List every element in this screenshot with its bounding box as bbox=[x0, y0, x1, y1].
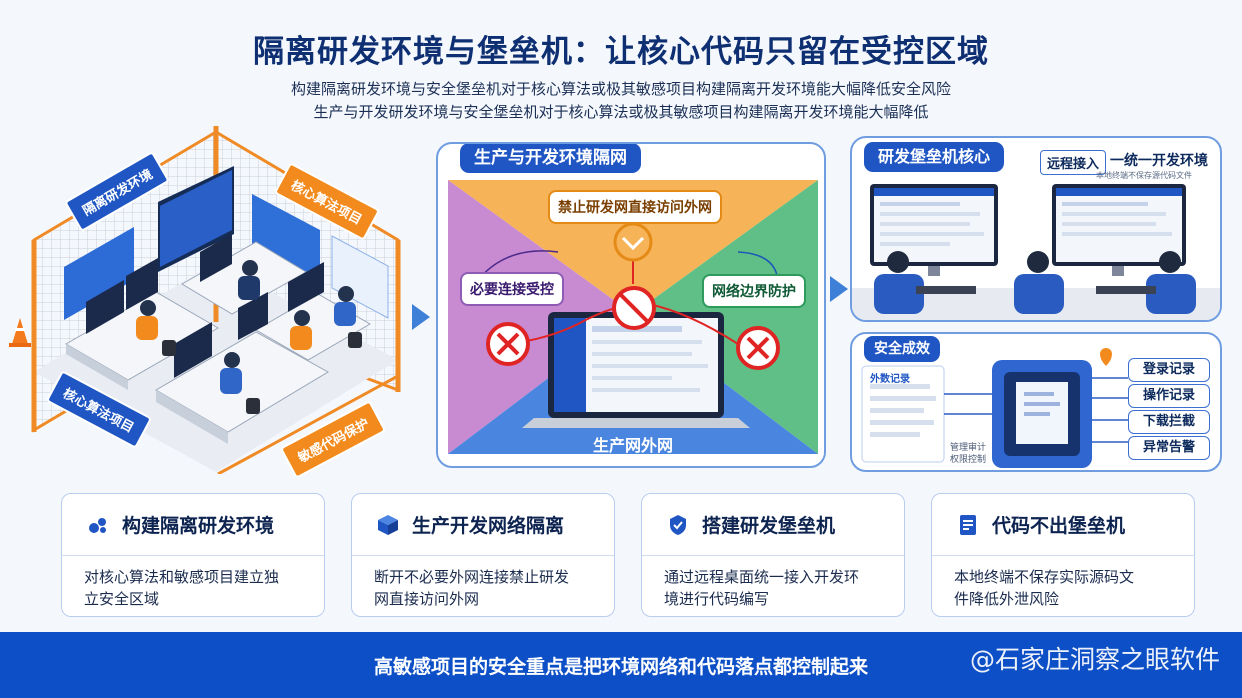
feature-desc-line: 境进行代码编写 bbox=[664, 590, 770, 608]
feature-desc-line: 件降低外泄风险 bbox=[954, 590, 1060, 608]
cluster-icon bbox=[89, 517, 106, 533]
feature-desc-line: 本地终端不保存实际源码文 bbox=[954, 568, 1135, 586]
security-results-title: 安全成效 bbox=[864, 336, 940, 362]
feature-title: 生产开发网络隔离 bbox=[412, 515, 565, 537]
feature-card-network-isolation: 生产开发网络隔离 断开不必要外网连接禁止研发 网直接访问外网 bbox=[351, 493, 615, 617]
flow-arrow-right bbox=[830, 276, 848, 302]
watermark: @石家庄洞察之眼软件 bbox=[969, 645, 1220, 674]
label-no-external-access: 禁止研发网直接访问外网 bbox=[548, 190, 722, 224]
label-production-external: 生产网外网 bbox=[592, 436, 673, 455]
footer-banner: 高敏感项目的安全重点是把环境网络和代码落点都控制起来 bbox=[0, 632, 1242, 698]
network-isolation-panel: 生产与开发环境隔网 禁止研发网直接访问外网 必要连接受控 网络边界防护 生产网外… bbox=[436, 142, 826, 468]
feature-title: 代码不出堡垒机 bbox=[992, 515, 1126, 537]
subtitle-line-1: 构建隔离研发环境与安全堡垒机对于核心算法或极其敏感项目构建隔离开发环境能大幅降低… bbox=[290, 80, 951, 98]
feature-desc-line: 网直接访问外网 bbox=[374, 590, 480, 608]
bastion-core-title: 研发堡垒机核心 bbox=[864, 142, 1005, 172]
blocked-icon-right bbox=[736, 326, 780, 370]
document-icon bbox=[960, 514, 976, 535]
page-title: 隔离研发环境与堡垒机：让核心代码只留在受控区域 bbox=[253, 34, 989, 70]
shield-icon bbox=[670, 514, 686, 535]
log-login-records: 登录记录 bbox=[1128, 358, 1210, 382]
feature-desc-line: 断开不必要外网连接禁止研发 bbox=[374, 568, 570, 586]
blocked-icon-left bbox=[486, 322, 530, 366]
blocked-icon-center bbox=[612, 286, 656, 330]
bastion-core-panel: 研发堡垒机核心 远程接入 一统一开发环境 本地终端不保存源代码文件 bbox=[850, 136, 1222, 322]
cube-icon bbox=[378, 514, 398, 535]
label-controlled-connections: 必要连接受控 bbox=[460, 272, 564, 306]
feature-card-code-stays: 代码不出堡垒机 本地终端不保存实际源码文 件降低外泄风险 bbox=[931, 493, 1195, 617]
subtitle-line-2: 生产与开发研发环境与安全堡垒机对于核心算法或极其敏感项目构建隔离开发环境能大幅降… bbox=[313, 103, 929, 121]
isolated-office-illustration: 隔离研发环境 核心算法项目 核心算法项目 敏感代码保护 bbox=[6, 122, 414, 479]
feature-title: 构建隔离研发环境 bbox=[122, 515, 275, 537]
log-anomaly-alert: 异常告警 bbox=[1128, 436, 1210, 460]
audit-card-title: 外数记录 bbox=[870, 374, 910, 385]
feature-desc-line: 通过远程桌面统一接入开发环 bbox=[664, 568, 860, 586]
feature-title: 搭建研发堡垒机 bbox=[702, 515, 836, 537]
bastion-drawing bbox=[852, 184, 1220, 320]
audit-drawing bbox=[861, 348, 1128, 468]
remote-access-badge: 远程接入 bbox=[1040, 150, 1107, 175]
unified-env-caption: 本地终端不保存源代码文件 bbox=[1096, 171, 1192, 180]
footer-text: 高敏感项目的安全重点是把环境网络和代码落点都控制起来 bbox=[373, 656, 868, 678]
log-operation-records: 操作记录 bbox=[1128, 384, 1210, 408]
flow-arrow-left bbox=[412, 304, 430, 330]
audit-caption-1: 管理审计 bbox=[950, 443, 987, 453]
unified-env-heading: 一统一开发环境 bbox=[1110, 153, 1208, 169]
feature-desc-line: 对核心算法和敏感项目建立独 bbox=[84, 568, 280, 586]
feature-card-isolated-env: 构建隔离研发环境 对核心算法和敏感项目建立独 立安全区域 bbox=[61, 493, 325, 617]
isolation-quadrants bbox=[448, 180, 818, 454]
audit-caption-2: 权限控制 bbox=[950, 455, 987, 465]
log-download-block: 下载拦截 bbox=[1128, 410, 1210, 434]
center-panel-title: 生产与开发环境隔网 bbox=[460, 144, 641, 173]
label-boundary-protection: 网络边界防护 bbox=[702, 274, 806, 308]
feature-desc-line: 立安全区域 bbox=[84, 590, 160, 608]
feature-card-bastion: 搭建研发堡垒机 通过远程桌面统一接入开发环 境进行代码编写 bbox=[641, 493, 905, 617]
